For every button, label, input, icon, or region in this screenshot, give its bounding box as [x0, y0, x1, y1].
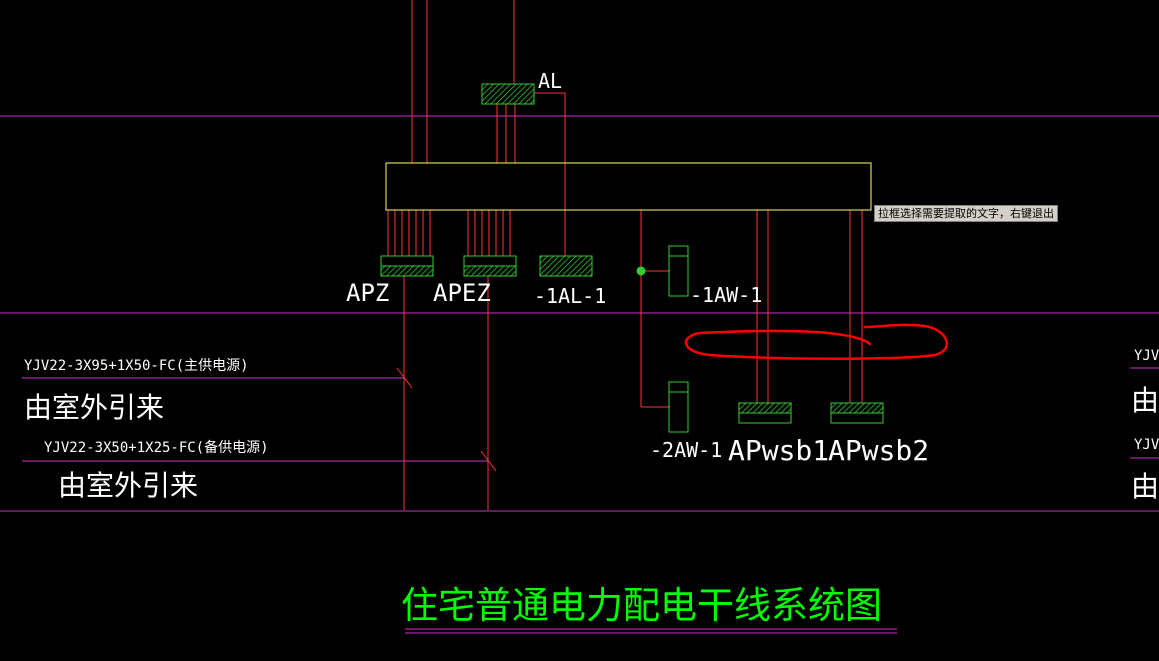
- right-source-2: 由: [1131, 470, 1159, 503]
- label-apz: APZ: [346, 279, 389, 307]
- main-feeder-cable: YJV22-3X95+1X50-FC(主供电源): [24, 358, 249, 374]
- box-1aw1: [668, 245, 689, 297]
- box-apwsb2: [830, 402, 884, 424]
- box-al: [481, 83, 535, 105]
- backup-feeder-source: 由室外引来: [58, 469, 198, 502]
- drawing-title: 住宅普通电力配电干线系统图: [401, 584, 882, 627]
- annotation-loop: [684, 323, 948, 360]
- right-cable-2: YJV: [1134, 437, 1159, 453]
- backup-feeder-cable: YJV22-3X50+1X25-FC(备供电源): [44, 439, 269, 456]
- busbar-box: [385, 162, 872, 211]
- box-1al1: [539, 255, 593, 277]
- box-apez: [463, 255, 517, 277]
- wiring: [387, 0, 863, 510]
- label-apez: APEZ: [433, 279, 491, 307]
- label-al: AL: [538, 69, 562, 93]
- label-apwsb1: APwsb1: [728, 434, 829, 467]
- main-feeder-source: 由室外引来: [24, 391, 164, 424]
- right-cable-1: YJV: [1134, 348, 1159, 364]
- box-apz: [380, 255, 434, 277]
- label-apwsb2: APwsb2: [828, 434, 929, 467]
- box-2aw1: [668, 381, 689, 433]
- distribution-boxes: [380, 83, 884, 433]
- floor-lines: [0, 115, 1159, 634]
- box-apwsb1: [738, 402, 792, 424]
- right-source-1: 由: [1131, 384, 1159, 417]
- label-1aw1: -1AW-1: [690, 283, 762, 307]
- label-1al1: -1AL-1: [534, 284, 606, 308]
- label-2aw1: -2AW-1: [650, 438, 722, 462]
- junction-dot: [636, 266, 646, 276]
- selection-tooltip: 拉框选择需要提取的文字，右键退出: [874, 205, 1058, 222]
